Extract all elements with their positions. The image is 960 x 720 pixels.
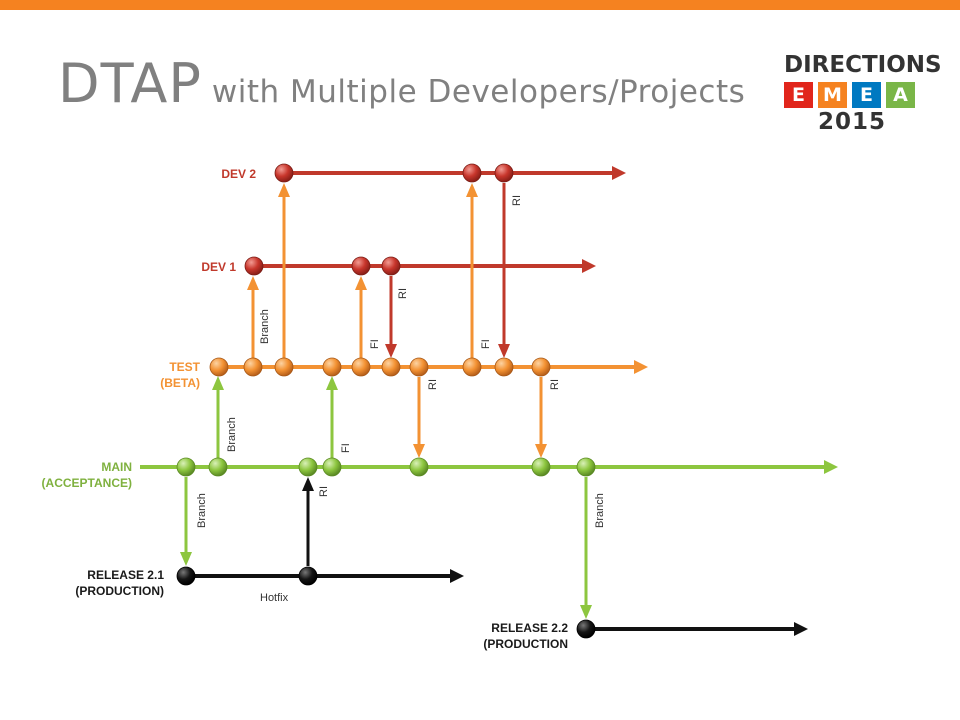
edge-label-ri-test-main-2: RI <box>549 379 561 390</box>
test-nodes <box>209 357 551 377</box>
lane-label-test: TEST (BETA) <box>160 359 200 391</box>
lane-release22 <box>586 622 808 636</box>
lane-label-release22-line2: (PRODUCTION <box>483 637 568 651</box>
lane-label-main-line2: (ACCEPTANCE) <box>41 476 132 490</box>
arrow-ri-test-to-main-2 <box>535 377 547 458</box>
edge-label-branch-test-dev1: Branch <box>259 309 271 344</box>
edge-label-ri-dev1-test: RI <box>397 288 409 299</box>
title-main: DTAP <box>58 52 202 115</box>
logo-tile-m: M <box>818 82 847 108</box>
release21-nodes <box>176 566 318 586</box>
lane-label-main-line1: MAIN <box>101 460 132 474</box>
lane-dev2 <box>284 166 626 180</box>
arrow-branch-main-to-test <box>212 376 224 458</box>
edge-label-fi-test-dev1: FI <box>369 339 381 349</box>
logo-directions-text: DIRECTIONS <box>784 52 942 78</box>
arrow-ri-dev2-to-test <box>498 183 510 358</box>
logo-year: 2015 <box>818 109 887 135</box>
lane-label-dev2: DEV 2 <box>221 167 256 181</box>
arrow-fi-main-to-test <box>326 376 338 458</box>
edge-label-hotfix: Hotfix <box>260 592 289 604</box>
dev2-nodes <box>274 163 514 183</box>
logo-tile-e1: E <box>784 82 813 108</box>
directions-emea-logo: DIRECTIONS E M E A 2015 <box>782 52 942 135</box>
release22-nodes <box>576 619 596 639</box>
lane-label-release21-line1: RELEASE 2.1 <box>87 568 164 582</box>
dev1-nodes <box>244 256 401 276</box>
lane-label-test-line2: (BETA) <box>160 376 200 390</box>
edge-label-ri-test-main-1: RI <box>427 379 439 390</box>
lane-label-main: MAIN (ACCEPTANCE) <box>42 459 132 491</box>
lane-label-release22: RELEASE 2.2 (PRODUCTION <box>483 620 568 652</box>
arrow-fi-test-to-dev2 <box>466 183 478 358</box>
arrow-branch-test-to-dev1 <box>247 276 259 358</box>
arrow-branch-main-to-release21 <box>180 477 192 566</box>
edge-label-fi-test-dev2: FI <box>480 339 492 349</box>
arrow-branch-test-to-dev2 <box>278 183 290 358</box>
edge-label-ri-dev2-test: RI <box>511 195 523 206</box>
lane-dev1 <box>254 259 596 273</box>
lane-label-dev1: DEV 1 <box>201 260 236 274</box>
top-accent-bar <box>0 0 960 10</box>
lane-main <box>140 460 838 474</box>
lane-release21 <box>186 569 464 583</box>
arrow-fi-test-to-dev1 <box>355 276 367 358</box>
arrow-branch-main-to-release22 <box>580 477 592 619</box>
logo-tile-a: A <box>886 82 915 108</box>
title-sub: with Multiple Developers/Projects <box>211 74 746 110</box>
arrow-ri-dev1-to-test <box>385 276 397 358</box>
lane-label-release22-line1: RELEASE 2.2 <box>491 621 568 635</box>
main-nodes <box>176 457 596 477</box>
edge-label-ri-release21-main: RI <box>318 486 330 497</box>
edge-label-branch-main-release21: Branch <box>196 493 208 528</box>
lane-label-release21: RELEASE 2.1 (PRODUCTION) <box>75 567 164 599</box>
arrow-ri-test-to-main-1 <box>413 377 425 458</box>
lane-label-release21-line2: (PRODUCTION) <box>75 584 164 598</box>
logo-tile-e2: E <box>852 82 881 108</box>
lane-label-test-line1: TEST <box>169 360 200 374</box>
arrow-ri-release21-to-main <box>302 477 314 566</box>
edge-label-fi-main-test: FI <box>340 443 352 453</box>
edge-label-branch-main-release22: Branch <box>594 493 606 528</box>
edge-label-branch-main-test: Branch <box>226 417 238 452</box>
